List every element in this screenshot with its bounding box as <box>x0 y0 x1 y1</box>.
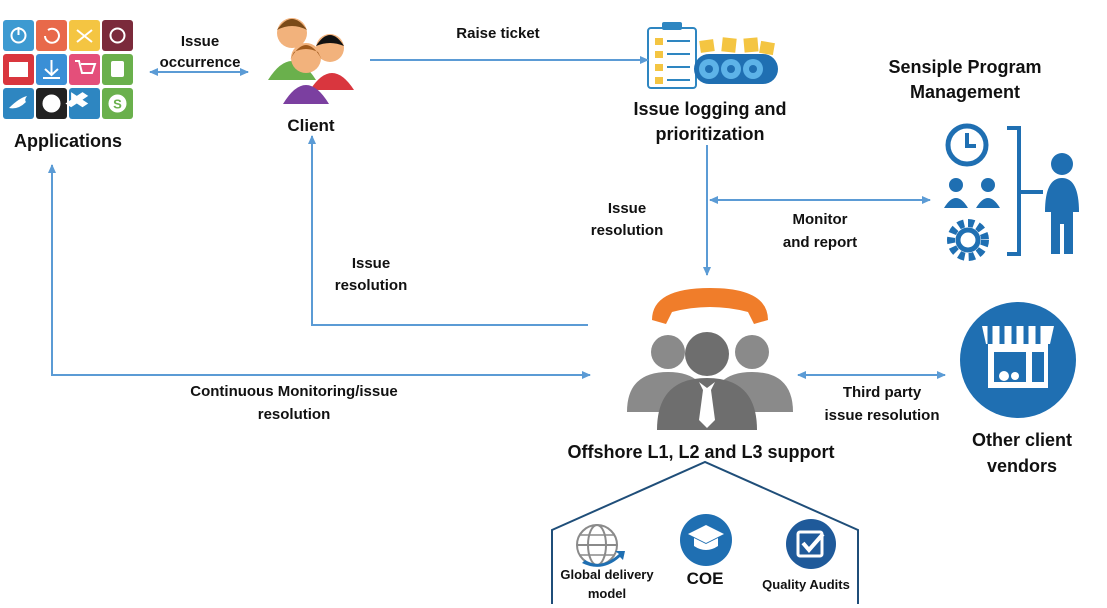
store-vendor-icon <box>960 302 1076 418</box>
monitor-report-label-1: Monitor <box>793 211 848 228</box>
issue-resolution-center-label-1: Issue <box>608 200 646 217</box>
client-group-icon <box>268 18 354 104</box>
issue-logging-label-2: prioritization <box>656 124 765 144</box>
issue-resolution-left-label-2: resolution <box>335 277 408 294</box>
issue-logging-label-1: Issue logging and <box>633 99 786 119</box>
client-label: Client <box>287 116 335 135</box>
applications-label: Applications <box>14 131 122 151</box>
svg-text:S: S <box>113 97 122 112</box>
arrow-monitoring-apps <box>48 164 591 379</box>
management-org-icon <box>944 123 1079 261</box>
issue-resolution-left-label-1: Issue <box>352 255 390 272</box>
arrow-resolution-client <box>308 135 588 326</box>
issue-resolution-center-label-2: resolution <box>591 222 664 239</box>
third-party-label-2: issue resolution <box>824 407 939 424</box>
issue-occurrence-label-2: occurrence <box>160 54 241 71</box>
foundation-house-outline <box>551 460 859 604</box>
offshore-support-label: Offshore L1, L2 and L3 support <box>567 442 834 462</box>
support-team-phone-icon <box>627 288 793 430</box>
continuous-monitoring-label-1: Continuous Monitoring/issue <box>190 383 397 400</box>
program-management-label-2: Management <box>910 82 1020 102</box>
checkbox-audit-icon <box>786 519 836 569</box>
quality-audits-label: Quality Audits <box>762 577 850 592</box>
global-delivery-label-1: Global delivery <box>560 567 654 582</box>
program-management-label-1: Sensiple Program <box>888 57 1041 77</box>
app-tiles-icon: S <box>3 20 133 119</box>
global-delivery-label-2: model <box>588 586 626 601</box>
other-vendors-label-1: Other client <box>972 430 1072 450</box>
issue-occurrence-label-1: Issue <box>181 33 219 50</box>
checklist-conveyor-icon <box>647 22 778 89</box>
globe-arrow-icon <box>576 524 625 567</box>
monitor-report-label-2: and report <box>783 234 857 251</box>
third-party-label-1: Third party <box>843 384 922 401</box>
graduation-cap-icon <box>680 514 732 566</box>
coe-label: COE <box>687 569 724 588</box>
raise-ticket-label: Raise ticket <box>456 25 539 42</box>
continuous-monitoring-label-2: resolution <box>258 406 331 423</box>
other-vendors-label-2: vendors <box>987 456 1057 476</box>
